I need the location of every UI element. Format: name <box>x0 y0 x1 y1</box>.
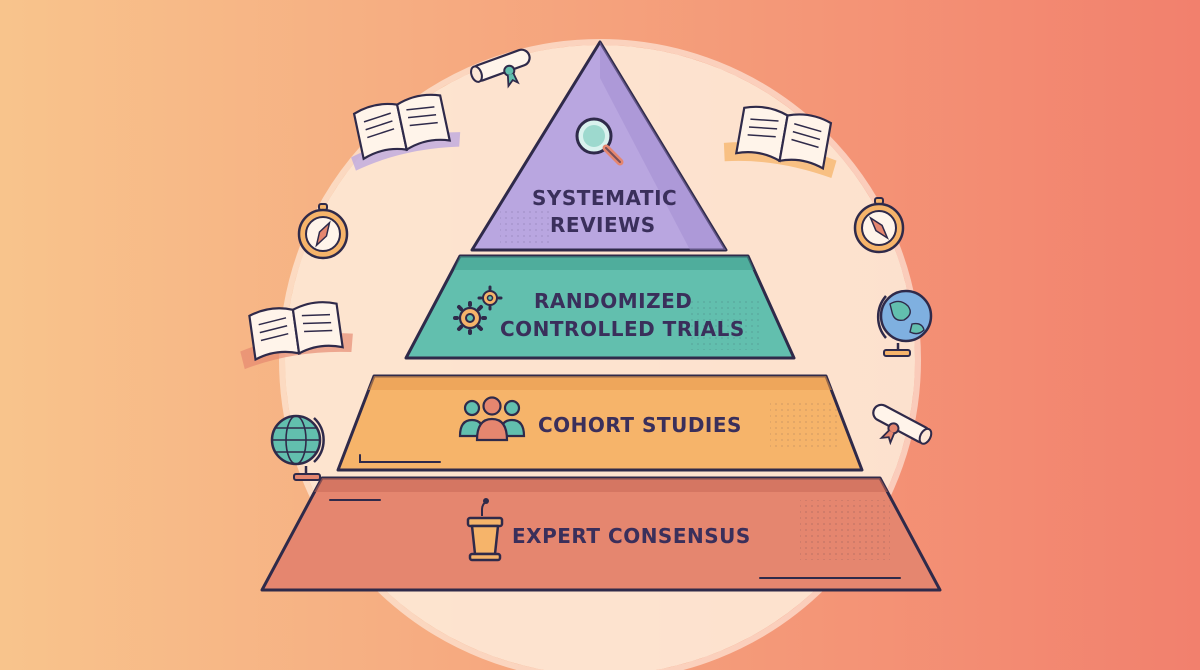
diploma-icon <box>470 48 531 89</box>
tier-cohort-studies: COHORT STUDIES <box>336 374 864 472</box>
open-book-icon <box>723 105 837 179</box>
podium-icon <box>466 498 504 562</box>
tier-label: CONTROLLED TRIALS <box>500 317 745 341</box>
tier-label: COHORT STUDIES <box>538 413 742 437</box>
tier-label: RANDOMIZED <box>534 289 692 313</box>
tier-systematic-reviews: SYSTEMATIC REVIEWS <box>470 40 728 252</box>
tier-expert-consensus: EXPERT CONSENSUS <box>260 476 942 592</box>
tier-label: EXPERT CONSENSUS <box>512 524 751 548</box>
open-book-icon <box>240 301 353 370</box>
compass-icon <box>853 197 905 254</box>
tier-label: SYSTEMATIC <box>532 186 677 210</box>
compass-icon <box>297 203 349 260</box>
open-book-icon <box>351 93 461 171</box>
people-icon <box>458 396 526 442</box>
diploma-icon <box>872 403 933 446</box>
gears-icon <box>453 285 503 335</box>
globe-icon <box>876 289 933 357</box>
globe-icon <box>270 414 325 481</box>
tier-label: REVIEWS <box>550 213 656 237</box>
magnifier-icon <box>575 117 624 166</box>
tier-randomized-controlled-trials: RANDOMIZED CONTROLLED TRIALS <box>404 254 796 360</box>
